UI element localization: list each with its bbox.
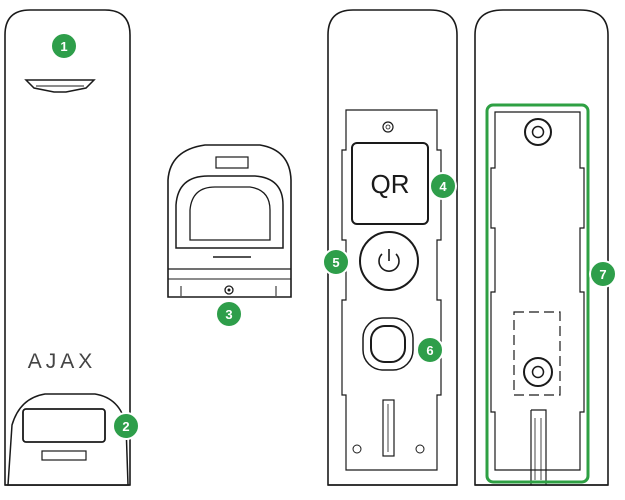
front-bottom-led: [41, 450, 87, 461]
svg-text:5: 5: [332, 255, 339, 270]
module-top-window: [215, 156, 249, 169]
svg-text:6: 6: [426, 343, 433, 358]
lens-module: [167, 144, 292, 298]
mounting-plate: [490, 111, 585, 471]
callout-3: 3: [215, 300, 243, 328]
svg-text:7: 7: [599, 267, 606, 282]
qr-code-text: QR: [371, 169, 410, 199]
callout-1: 1: [50, 32, 78, 60]
callout-4: 4: [429, 172, 457, 200]
callout-5: 5: [322, 248, 350, 276]
mount-view: [474, 9, 609, 486]
module-lens-inner: [189, 186, 271, 241]
callout-2: 2: [112, 412, 140, 440]
callout-6: 6: [416, 336, 444, 364]
cable-entry: [530, 409, 547, 485]
back-view: QR: [327, 9, 458, 486]
front-body-outline: [4, 9, 131, 486]
qr-code-label: [351, 142, 429, 225]
power-icon: [378, 253, 400, 272]
svg-text:3: 3: [225, 307, 232, 322]
brand-logo: AJAX: [28, 350, 97, 373]
svg-text:4: 4: [439, 179, 447, 194]
mounting-panel-highlight: [485, 103, 590, 484]
svg-text:2: 2: [122, 419, 129, 434]
callout-7: 7: [589, 260, 617, 288]
tamper-breakoff-section: [513, 311, 561, 396]
front-view: AJAX: [4, 9, 131, 486]
svg-text:1: 1: [60, 39, 67, 54]
front-bottom-lens: [22, 408, 106, 443]
